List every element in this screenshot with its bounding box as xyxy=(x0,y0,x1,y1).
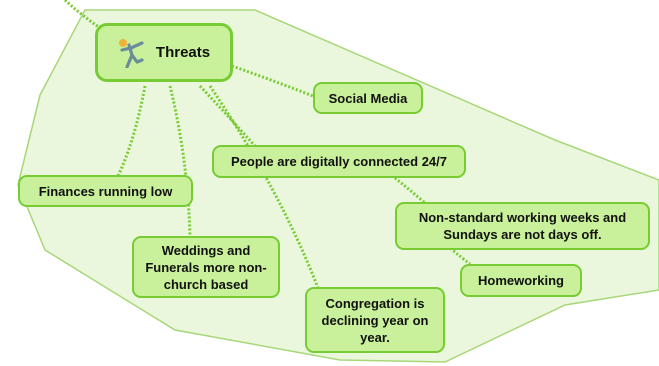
node-label: Congregation is declining year on year. xyxy=(321,295,429,345)
node-label: Social Media xyxy=(328,90,408,106)
node-label: People are digitally connected 24/7 xyxy=(230,154,448,169)
node-weddings-funerals[interactable]: Weddings and Funerals more non-church ba… xyxy=(132,236,280,298)
connector-finances xyxy=(116,85,147,177)
node-social-media[interactable]: Social Media xyxy=(313,82,423,114)
central-node-label: Threats xyxy=(155,44,211,61)
connectors xyxy=(63,0,471,289)
node-label: Weddings and Funerals more non-church ba… xyxy=(145,242,267,292)
connector-digitally-connected xyxy=(198,84,257,147)
node-homeworking[interactable]: Homeworking xyxy=(460,264,582,297)
connector-parent xyxy=(63,0,101,30)
connector-social-media xyxy=(231,64,314,98)
node-congregation[interactable]: Congregation is declining year on year. xyxy=(305,287,445,353)
central-node-threats[interactable]: Threats xyxy=(95,23,233,82)
node-finances[interactable]: Finances running low xyxy=(18,175,193,207)
node-non-standard-weeks[interactable]: Non-standard working weeks and Sundays a… xyxy=(395,202,650,250)
node-label: Homeworking xyxy=(478,273,564,288)
connector-weddings xyxy=(168,85,192,237)
node-label: Finances running low xyxy=(38,183,173,199)
kick-figure-icon xyxy=(118,38,144,68)
node-label: Non-standard working weeks and Sundays a… xyxy=(418,210,627,242)
node-digitally-connected[interactable]: People are digitally connected 24/7 xyxy=(212,145,466,178)
